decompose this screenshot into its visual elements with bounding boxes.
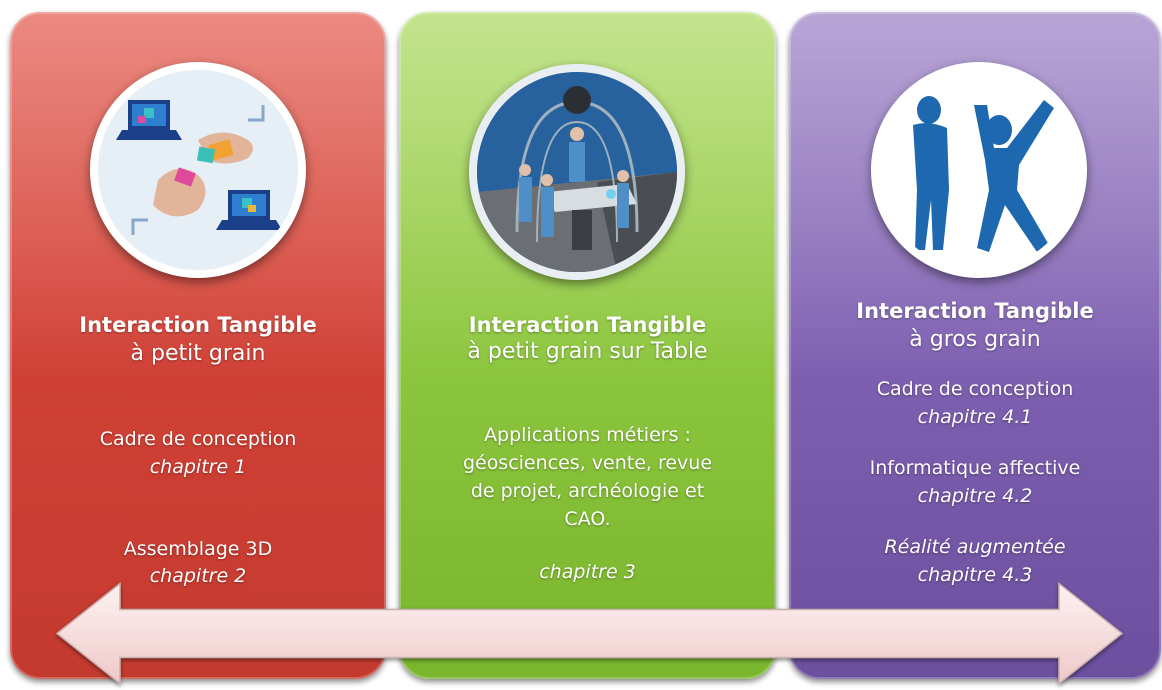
item-text: Cadre de conception [99,428,297,450]
chapter-ref: chapitre 4.1 [917,406,1033,428]
panel-title: Interaction Tangible [79,313,317,337]
panel-title: Interaction Tangible [468,313,707,337]
body-line: CAO. [564,508,611,530]
panel-subtitle: à gros grain [909,327,1041,352]
panel-subtitle: à petit grain [130,341,266,366]
panel-petit-grain: Interaction Tangible à petit grain Cadre… [10,12,386,679]
body-line: Applications métiers : [484,424,691,446]
item-text: Cadre de conception [876,378,1074,400]
chapter-ref: chapitre 1 [149,456,247,478]
panel-title: Interaction Tangible [856,299,1094,323]
panel-subtitle: à petit grain sur Table [467,339,708,364]
body-silhouettes-icon [871,62,1087,278]
body-line: de projet, archéologie et [470,480,705,502]
item-text: Réalité augmentée [884,536,1066,558]
hands-tangible-icon [90,62,306,278]
body-line: géosciences, vente, revue [462,452,713,474]
chapter-ref: chapitre 4.3 [917,564,1033,586]
chapter-ref: chapitre 4.2 [917,485,1033,507]
item-text: Informatique affective [869,457,1081,479]
panel-petit-grain-table: Interaction Tangible à petit grain sur T… [399,12,776,679]
double-arrow-icon [55,581,1124,686]
item-text: Assemblage 3D [123,538,273,560]
chapter-ref: chapitre 3 [539,561,636,583]
chapter-ref: chapitre 2 [149,565,247,587]
table-scene-icon [469,64,685,280]
panel-gros-grain: Interaction Tangible à gros grain Cadre … [789,12,1161,679]
